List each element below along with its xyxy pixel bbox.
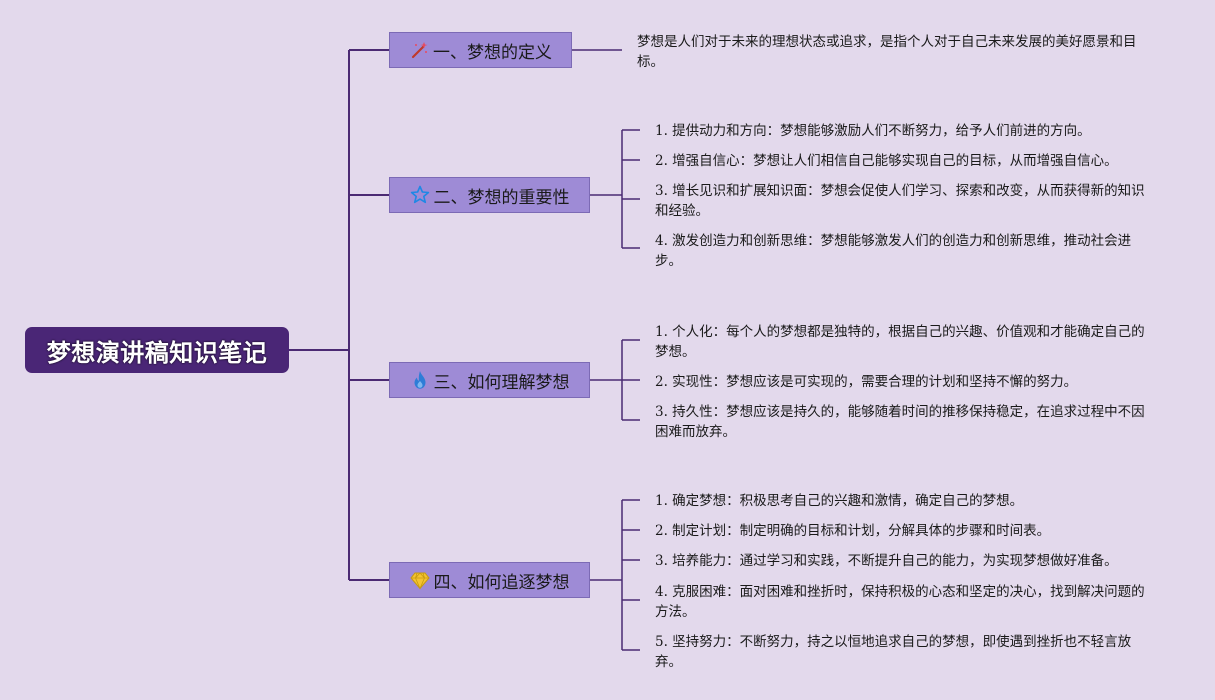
branch-label: 二、梦想的重要性 [433, 187, 570, 208]
branch-understanding[interactable]: 三、如何理解梦想 [389, 362, 590, 398]
leaf-importance-4: 4. 激发创造力和创新思维：梦想能够激发人们的创造力和创新思维，推动社会进步。 [655, 233, 1132, 269]
leaf-pursuing-1: 1. 确定梦想：积极思考自己的兴趣和激情，确定自己的梦想。 [655, 493, 1024, 509]
branch-pursuing[interactable]: 四、如何追逐梦想 [389, 562, 590, 598]
flame-icon [410, 370, 430, 390]
leaf-understanding-3: 3. 持久性：梦想应该是持久的，能够随着时间的推移保持稳定，在追求过程中不因困难… [655, 404, 1145, 440]
branch-label: 三、如何理解梦想 [433, 372, 570, 393]
star-outline-icon [410, 185, 430, 205]
branch-label: 四、如何追逐梦想 [433, 572, 570, 593]
leaf-understanding-1: 1. 个人化：每个人的梦想都是独特的，根据自己的兴趣、价值观和才能确定自己的梦想… [655, 324, 1145, 360]
root-topic[interactable]: 梦想演讲稿知识笔记 [25, 327, 289, 373]
branch-definition[interactable]: 一、梦想的定义 [389, 32, 572, 68]
leaf-importance-2: 2. 增强自信心：梦想让人们相信自己能够实现自己的目标，从而增强自信心。 [655, 153, 1118, 169]
leaf-importance-1: 1. 提供动力和方向：梦想能够激励人们不断努力，给予人们前进的方向。 [655, 123, 1091, 139]
branch-importance[interactable]: 二、梦想的重要性 [389, 177, 590, 213]
branch-label: 一、梦想的定义 [433, 42, 552, 63]
leaf-importance-3: 3. 增长见识和扩展知识面：梦想会促使人们学习、探索和改变，从而获得新的知识和经… [655, 183, 1145, 219]
leaf-definition-1: 梦想是人们对于未来的理想状态或追求，是指个人对于自己未来发展的美好愿景和目标。 [637, 34, 1137, 70]
leaf-pursuing-2: 2. 制定计划：制定明确的目标和计划，分解具体的步骤和时间表。 [655, 523, 1051, 539]
leaf-pursuing-5: 5. 坚持努力：不断努力，持之以恒地追求自己的梦想，即使遇到挫折也不轻言放弃。 [655, 634, 1132, 670]
leaf-pursuing-4: 4. 克服困难：面对困难和挫折时，保持积极的心态和坚定的决心，找到解决问题的方法… [655, 584, 1145, 620]
diamond-icon [409, 570, 430, 590]
leaf-pursuing-3: 3. 培养能力：通过学习和实践，不断提升自己的能力，为实现梦想做好准备。 [655, 553, 1118, 569]
leaf-understanding-2: 2. 实现性：梦想应该是可实现的，需要合理的计划和坚持不懈的努力。 [655, 374, 1078, 390]
magic-wand-icon [409, 40, 429, 60]
